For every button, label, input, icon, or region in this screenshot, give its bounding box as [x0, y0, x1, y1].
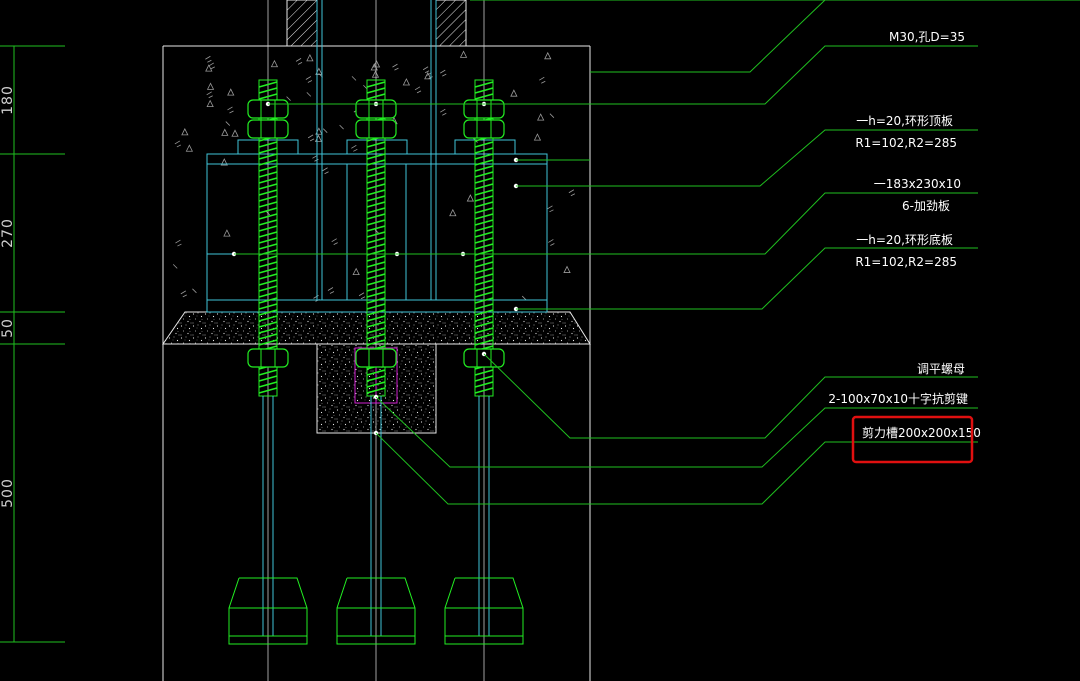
dimension-chain [0, 45, 65, 643]
dim-270: 270 [0, 218, 16, 248]
dimension-labels: 180 270 50 500 [0, 85, 16, 508]
anchor-bolt [247, 79, 289, 636]
note-stiffener-line1: 一183x230x10 [874, 177, 961, 191]
note-leveling-nut: 调平螺母 [917, 362, 965, 376]
anchor-plate [336, 577, 416, 645]
anchor-plates [228, 577, 524, 645]
highlight-box [851, 415, 974, 464]
note-bottom-plate-line1: 一h=20,环形底板 [856, 232, 953, 247]
annotations: M30,孔D=35 一h=20,环形顶板 R1=102,R2=285 一183x… [828, 30, 981, 440]
note-shear-trough: 剪力槽200x200x150 [862, 425, 981, 440]
note-top-plate-line1: 一h=20,环形顶板 [856, 114, 953, 128]
concrete-speckle [172, 50, 576, 302]
steel-column [286, 0, 467, 47]
grout-layer [162, 311, 591, 345]
anchor-plate [444, 577, 524, 645]
note-bottom-plate-line2: R1=102,R2=285 [855, 255, 957, 269]
leader-lines [234, 0, 1080, 505]
note-stiffener-line2: 6-加劲板 [902, 199, 950, 213]
note-shear-key: 2-100x70x10十字抗剪键 [828, 391, 968, 406]
dim-500: 500 [0, 478, 16, 508]
anchor-plate [228, 577, 308, 645]
note-bolt-size: M30,孔D=35 [889, 30, 965, 44]
note-top-plate-line2: R1=102,R2=285 [855, 136, 957, 150]
dim-50: 50 [0, 318, 16, 338]
dim-180: 180 [0, 85, 16, 115]
